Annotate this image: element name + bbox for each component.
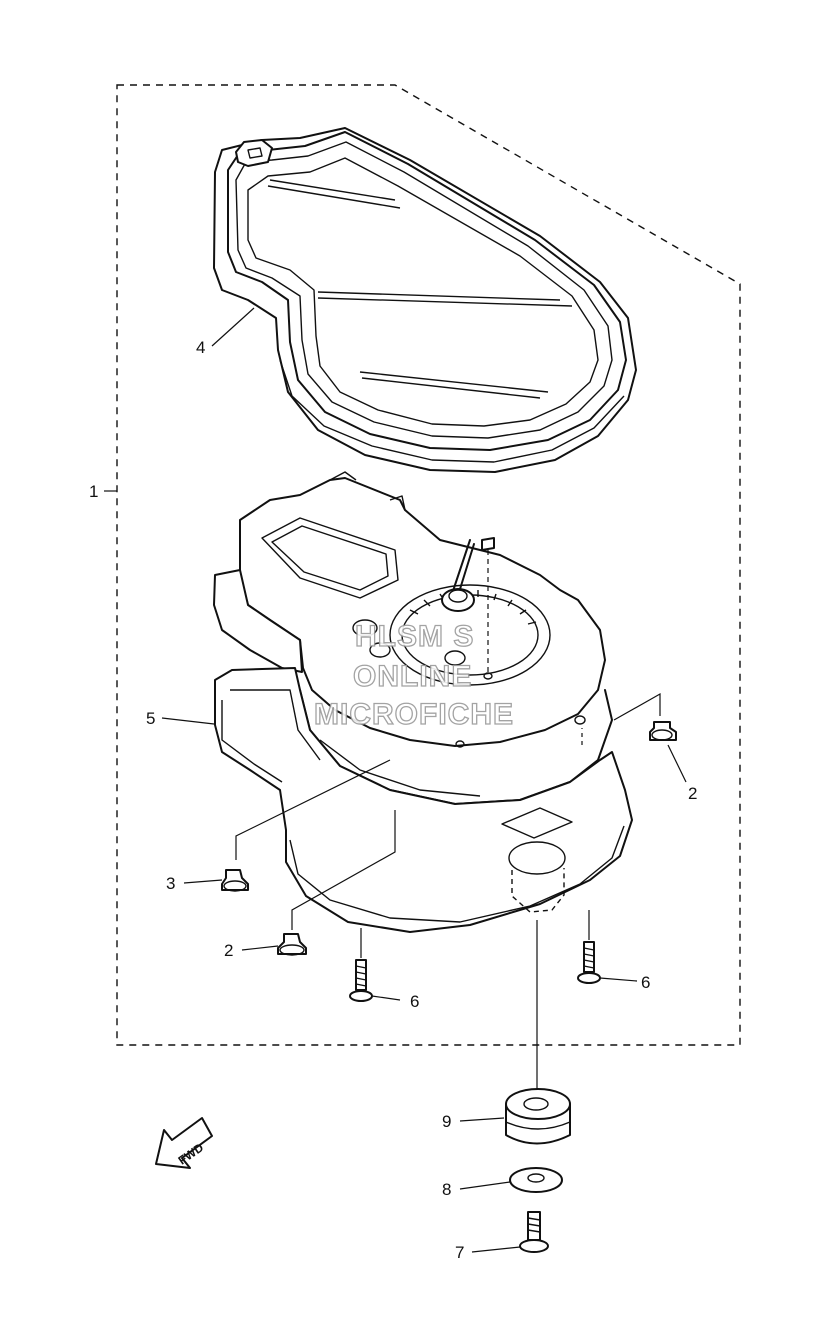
part-5-meter-body — [213, 471, 613, 805]
assembly-boundary — [116, 84, 741, 1046]
part-9-grommet — [505, 1088, 571, 1145]
part-7-bolt — [519, 1211, 549, 1253]
callout-6-left: 6 — [410, 992, 419, 1011]
callout-3: 3 — [166, 874, 175, 893]
watermark-line-2: ONLINE — [353, 660, 472, 693]
meter-lower-case — [214, 667, 633, 933]
watermark-line-3: MICROFICHE — [314, 698, 514, 731]
callout-9: 9 — [442, 1112, 451, 1131]
callout-8: 8 — [442, 1180, 451, 1199]
watermark-line-1: HLSM S — [355, 620, 474, 653]
part-8-washer — [509, 1167, 563, 1193]
callout-1: 1 — [89, 482, 98, 501]
part-2-damper-left — [277, 933, 307, 956]
part-3-damper — [221, 869, 249, 892]
part-4-meter-cover — [213, 127, 637, 473]
assembly-lines — [235, 692, 661, 1090]
callout-4: 4 — [196, 338, 205, 357]
callout-leaders — [104, 307, 687, 1253]
part-2-damper-right — [649, 721, 677, 741]
part-6-screw-right — [577, 941, 601, 984]
callout-2-left: 2 — [224, 941, 233, 960]
callout-5: 5 — [146, 709, 155, 728]
fwd-direction-arrow: FWD — [155, 1117, 213, 1169]
part-6-screw-left — [349, 959, 373, 1002]
watermark: HLSM S ONLINE MICROFICHE — [313, 619, 514, 731]
callout-6-right: 6 — [641, 973, 650, 992]
callout-7: 7 — [455, 1243, 464, 1262]
callout-2-right: 2 — [688, 784, 697, 803]
